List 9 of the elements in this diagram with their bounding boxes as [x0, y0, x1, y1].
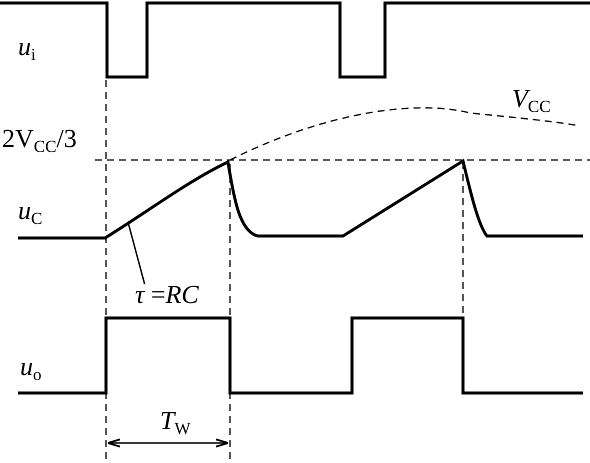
- signal-label: u$_{o}$: [20, 352, 42, 386]
- threshold-label: 2V$_{CC}$/3: [2, 124, 77, 158]
- signal-label: u$_{i}$: [18, 32, 36, 66]
- time-constant-label: τ =RC: [135, 280, 199, 310]
- supply-label: V$_{CC}$: [512, 84, 551, 118]
- signal-label: u$_{C}$: [18, 196, 42, 230]
- leader-line: [127, 222, 146, 284]
- capacitor-voltage-waveform: [18, 160, 583, 240]
- dimension-label: T$_{W}$: [160, 406, 191, 440]
